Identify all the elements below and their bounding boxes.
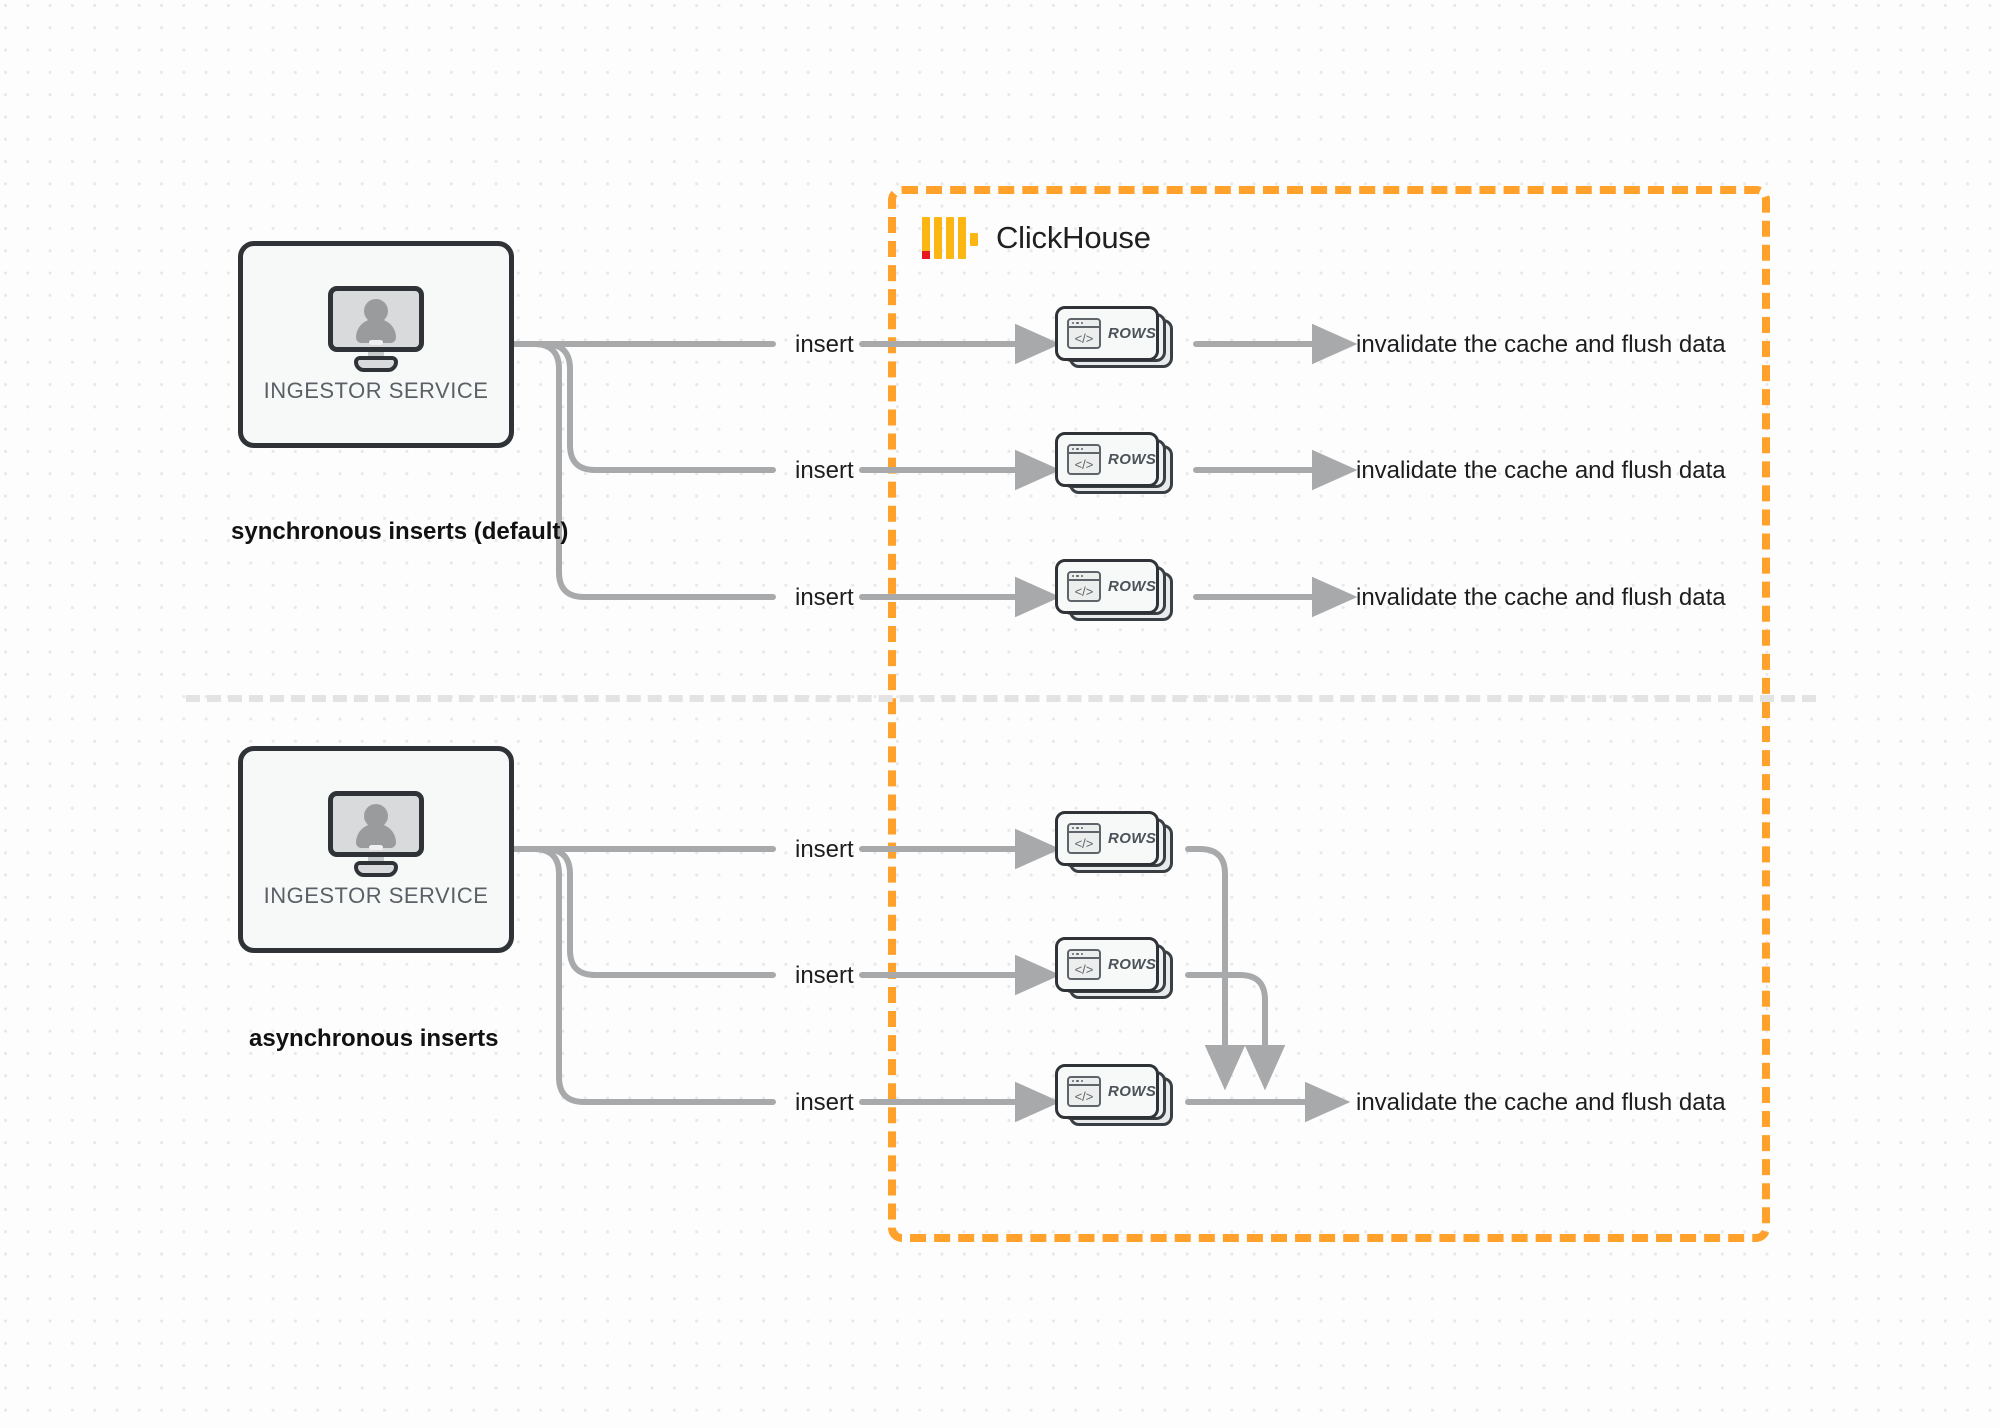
- sync-rows-card-1[interactable]: </> ROWS: [1055, 306, 1173, 368]
- monitor-user-icon: [328, 285, 424, 372]
- async-insert-label-1: insert: [795, 836, 854, 863]
- clickhouse-logo-icon: [922, 217, 978, 259]
- async-merged-result-label: invalidate the cache and flush data: [1356, 1089, 1726, 1116]
- sync-insert-label-3: insert: [795, 584, 854, 611]
- async-ingestor-service-node[interactable]: INGESTOR SERVICE: [238, 746, 514, 953]
- sync-result-label-1: invalidate the cache and flush data: [1356, 331, 1726, 358]
- async-rows-card-label-2: ROWS: [1108, 956, 1157, 973]
- async-rows-card-1[interactable]: </> ROWS: [1055, 811, 1173, 873]
- async-insert-label-2: insert: [795, 962, 854, 989]
- monitor-user-icon: [328, 790, 424, 877]
- code-window-icon: </>: [1067, 571, 1101, 602]
- sync-result-label-2: invalidate the cache and flush data: [1356, 457, 1726, 484]
- sync-rows-card-label-3: ROWS: [1108, 578, 1157, 595]
- sync-rows-card-label-1: ROWS: [1108, 325, 1157, 342]
- section-divider: [186, 695, 1816, 702]
- async-rows-card-label-1: ROWS: [1108, 830, 1157, 847]
- code-window-icon: </>: [1067, 823, 1101, 854]
- clickhouse-brand: ClickHouse: [922, 217, 1151, 259]
- code-window-icon: </>: [1067, 444, 1101, 475]
- async-rows-card-2[interactable]: </> ROWS: [1055, 937, 1173, 999]
- sync-rows-card-3[interactable]: </> ROWS: [1055, 559, 1173, 621]
- async-ingestor-service-label: INGESTOR SERVICE: [263, 882, 489, 908]
- sync-ingestor-service-node[interactable]: INGESTOR SERVICE: [238, 241, 514, 448]
- sync-rows-card-2[interactable]: </> ROWS: [1055, 432, 1173, 494]
- async-mode-label: asynchronous inserts: [249, 1025, 499, 1052]
- code-window-icon: </>: [1067, 318, 1101, 349]
- sync-rows-card-label-2: ROWS: [1108, 451, 1157, 468]
- code-window-icon: </>: [1067, 1076, 1101, 1107]
- sync-ingestor-service-label: INGESTOR SERVICE: [263, 377, 489, 403]
- async-rows-card-label-3: ROWS: [1108, 1083, 1157, 1100]
- clickhouse-wordmark: ClickHouse: [996, 220, 1151, 255]
- sync-insert-label-2: insert: [795, 457, 854, 484]
- async-rows-card-3[interactable]: </> ROWS: [1055, 1064, 1173, 1126]
- async-insert-label-3: insert: [795, 1089, 854, 1116]
- sync-result-label-3: invalidate the cache and flush data: [1356, 584, 1726, 611]
- sync-insert-label-1: insert: [795, 331, 854, 358]
- clickhouse-boundary: [888, 186, 1770, 1242]
- sync-mode-label: synchronous inserts (default): [231, 518, 569, 545]
- code-window-icon: </>: [1067, 949, 1101, 980]
